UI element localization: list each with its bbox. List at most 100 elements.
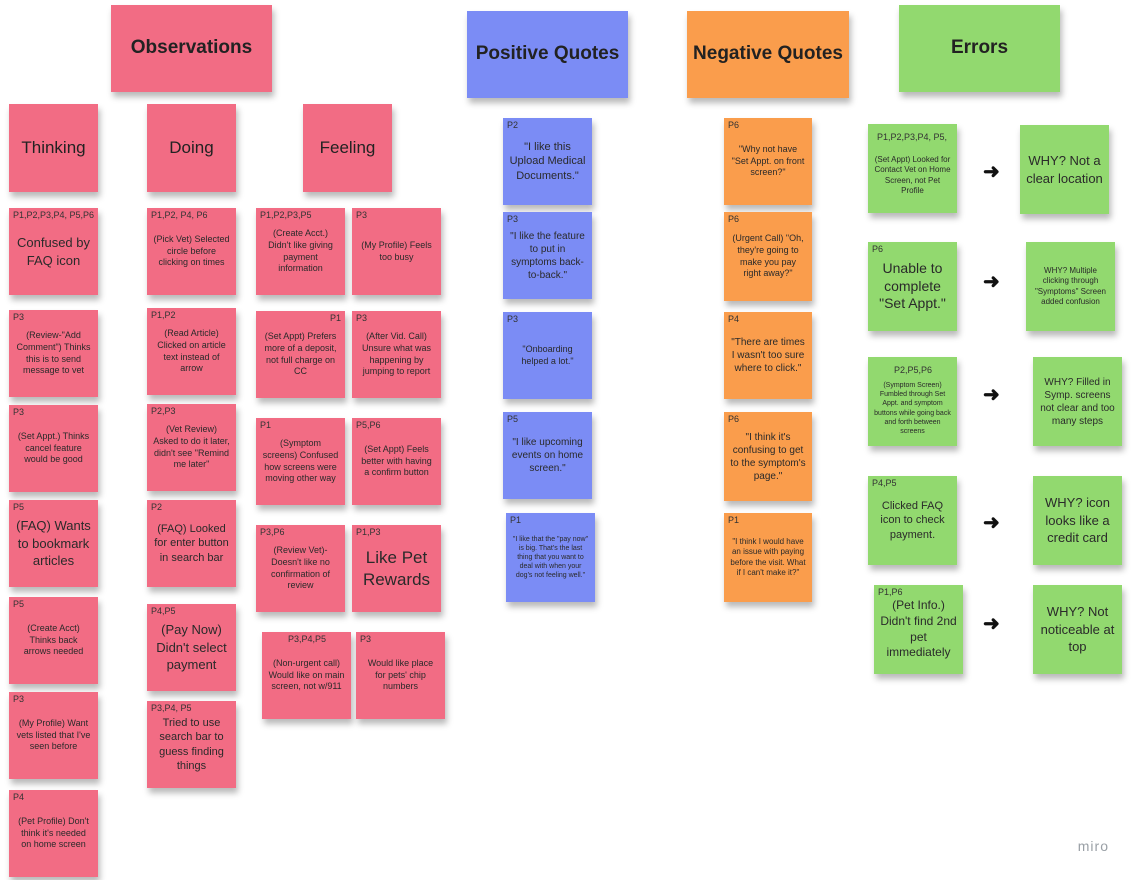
note-text: (Symptom screens) Confused how screens w…	[262, 438, 339, 484]
doing-note[interactable]: P3,P4, P5 Tried to use search bar to gue…	[147, 701, 236, 788]
note-text: Would like place for pets' chip numbers	[367, 657, 434, 692]
participant-tag: P1,P6	[878, 587, 903, 597]
doing-note[interactable]: P1,P2, P4, P6 (Pick Vet) Selected circle…	[147, 208, 236, 295]
note-text: (My Profile) Want vets listed that I've …	[16, 717, 91, 752]
note-text: (Set Appt.) Thinks cancel feature would …	[17, 430, 90, 465]
note-text: "Why not have "Set Appt. on front screen…	[731, 143, 805, 178]
participant-tag: P1,P2, P4, P6	[151, 210, 208, 220]
participant-tag: P5	[13, 599, 25, 609]
thinking-subheader[interactable]: Thinking	[9, 104, 98, 192]
error-note[interactable]: P2,P5,P6 (Symptom Screen) Fumbled throug…	[868, 357, 957, 446]
miro-logo: miro	[1077, 838, 1109, 854]
thinking-note[interactable]: P3 (Review-"Add Comment") Thinks this is…	[9, 310, 98, 397]
arrow-right-icon: ➜	[983, 271, 1000, 293]
negative-quote-note[interactable]: P6 "I think it's confusing to get to the…	[724, 412, 812, 501]
thinking-note[interactable]: P5 (FAQ) Wants to bookmark articles	[9, 500, 98, 587]
doing-note[interactable]: P2,P3 (Vet Review) Asked to do it later,…	[147, 404, 236, 491]
participant-tag: P2,P5,P6	[894, 365, 933, 375]
participant-tag: P5	[507, 414, 519, 424]
feeling-note[interactable]: P1,P2,P3,P5 (Create Acct.) Didn't like g…	[256, 208, 345, 295]
note-text: (Create Acct.) Didn't like giving paymen…	[268, 228, 333, 274]
note-text: "I think it's confusing to get to the sy…	[730, 431, 806, 482]
why-note[interactable]: WHY? Not a clear location	[1020, 125, 1109, 214]
participant-tag: P6	[728, 120, 740, 130]
participant-tag: P1	[510, 515, 522, 525]
note-text: (After Vid. Call) Unsure what was happen…	[361, 331, 432, 377]
participant-tag: P1,P2,P3,P5	[260, 210, 312, 220]
doing-note[interactable]: P2 (FAQ) Looked for enter button in sear…	[147, 500, 236, 587]
participant-tag: P1,P2,P3,P4, P5,P6	[13, 210, 95, 220]
feeling-note[interactable]: P3,P4,P5 (Non-urgent call) Would like on…	[262, 632, 351, 719]
negative-quotes-header[interactable]: Negative Quotes	[687, 11, 849, 98]
why-text: WHY? Not noticeable at top	[1040, 604, 1115, 655]
participant-tag: P1	[329, 313, 341, 323]
negative-quote-note[interactable]: P4 "There are times I wasn't too sure wh…	[724, 312, 812, 399]
note-text: "I think I would have an issue with payi…	[730, 536, 806, 577]
why-note[interactable]: WHY? Multiple clicking through "Symptoms…	[1026, 242, 1115, 331]
positive-quote-note[interactable]: P2 "I like this Upload Medical Documents…	[503, 118, 592, 205]
note-text: Tried to use search bar to guess finding…	[159, 716, 224, 772]
negative-quote-note[interactable]: P6 (Urgent Call) "Oh, they're going to m…	[724, 212, 812, 301]
note-text: (Set Appt) Looked for Contact Vet on Hom…	[874, 154, 951, 195]
feeling-subheader[interactable]: Feeling	[303, 104, 392, 192]
participant-tag: P3	[507, 314, 519, 324]
why-note[interactable]: WHY? Not noticeable at top	[1033, 585, 1122, 674]
thinking-note[interactable]: P1,P2,P3,P4, P5,P6 Confused by FAQ icon	[9, 208, 98, 295]
thinking-note[interactable]: P3 (My Profile) Want vets listed that I'…	[9, 692, 98, 779]
participant-tag: P3,P4, P5	[151, 703, 192, 713]
feeling-note[interactable]: P5,P6 (Set Appt) Feels better with havin…	[352, 418, 441, 505]
errors-header[interactable]: Errors	[899, 5, 1060, 92]
feeling-note[interactable]: P3 Would like place for pets' chip numbe…	[356, 632, 445, 719]
note-text: Confused by FAQ icon	[17, 234, 90, 268]
negative-quote-note[interactable]: P1 "I think I would have an issue with p…	[724, 513, 812, 602]
feeling-note[interactable]: P3 (My Profile) Feels too busy	[352, 208, 441, 295]
feeling-note[interactable]: P3,P6 (Review Vet)- Doesn't like no conf…	[256, 525, 345, 612]
note-text: (Set Appt) Feels better with having a co…	[361, 443, 432, 478]
note-text: (Pet Profile) Don't think it's needed on…	[18, 815, 89, 850]
why-note[interactable]: WHY? icon looks like a credit card	[1033, 476, 1122, 565]
doing-note[interactable]: P1,P2 (Read Article) Clicked on article …	[147, 308, 236, 395]
positive-quote-note[interactable]: P3 "I like the feature to put in symptom…	[503, 212, 592, 299]
feeling-note[interactable]: P1 (Symptom screens) Confused how screen…	[256, 418, 345, 505]
participant-tag: P2	[151, 502, 163, 512]
thinking-note[interactable]: P4 (Pet Profile) Don't think it's needed…	[9, 790, 98, 877]
note-text: (Urgent Call) "Oh, they're going to make…	[732, 233, 804, 279]
thinking-note[interactable]: P3 (Set Appt.) Thinks cancel feature wou…	[9, 405, 98, 492]
negative-quote-note[interactable]: P6 "Why not have "Set Appt. on front scr…	[724, 118, 812, 205]
positive-quote-note[interactable]: P3 "Onboarding helped a lot."	[503, 312, 592, 399]
participant-tag: P5,P6	[356, 420, 381, 430]
observations-header[interactable]: Observations	[111, 5, 272, 92]
feeling-note[interactable]: P3 (After Vid. Call) Unsure what was hap…	[352, 311, 441, 398]
participant-tag: P3	[356, 313, 368, 323]
why-note[interactable]: WHY? Filled in Symp. screens not clear a…	[1033, 357, 1122, 446]
thinking-note[interactable]: P5 (Create Acct) Thinks back arrows need…	[9, 597, 98, 684]
header-label: Positive Quotes	[475, 43, 620, 65]
note-text: (Non-urgent call) Would like on main scr…	[268, 657, 345, 692]
error-note[interactable]: P1,P6 (Pet Info.) Didn't find 2nd pet im…	[874, 585, 963, 674]
arrow-right-icon: ➜	[983, 512, 1000, 534]
note-text: (Set Appt) Prefers more of a deposit, no…	[264, 331, 337, 377]
error-note[interactable]: P4,P5 Clicked FAQ icon to check payment.	[868, 476, 957, 565]
participant-tag: P6	[872, 244, 884, 254]
positive-quotes-header[interactable]: Positive Quotes	[467, 11, 628, 98]
header-label: Errors	[950, 37, 1009, 59]
participant-tag: P4	[13, 792, 25, 802]
note-text: (My Profile) Feels too busy	[361, 239, 432, 262]
feeling-note[interactable]: P1 (Set Appt) Prefers more of a deposit,…	[256, 311, 345, 398]
doing-subheader[interactable]: Doing	[147, 104, 236, 192]
header-label: Observations	[130, 37, 253, 59]
positive-quote-note[interactable]: P5 "I like upcoming events on home scree…	[503, 412, 592, 499]
note-text: (FAQ) Looked for enter button in search …	[154, 523, 229, 564]
participant-tag: P1,P3	[356, 527, 381, 537]
doing-note[interactable]: P4,P5 (Pay Now) Didn't select payment	[147, 604, 236, 691]
note-text: (Pick Vet) Selected circle before clicki…	[153, 233, 230, 268]
participant-tag: P3	[13, 407, 25, 417]
positive-quote-note[interactable]: P1 "I like that the "pay now" is big. Th…	[506, 513, 595, 602]
participant-tag: P2,P3	[151, 406, 176, 416]
error-note[interactable]: P1,P2,P3,P4, P5, (Set Appt) Looked for C…	[868, 124, 957, 213]
participant-tag: P3	[360, 634, 372, 644]
error-note[interactable]: P6 Unable to complete "Set Appt."	[868, 242, 957, 331]
feeling-note[interactable]: P1,P3 Like Pet Rewards	[352, 525, 441, 612]
subheader-label: Doing	[169, 137, 214, 157]
arrow-right-icon: ➜	[983, 161, 1000, 183]
